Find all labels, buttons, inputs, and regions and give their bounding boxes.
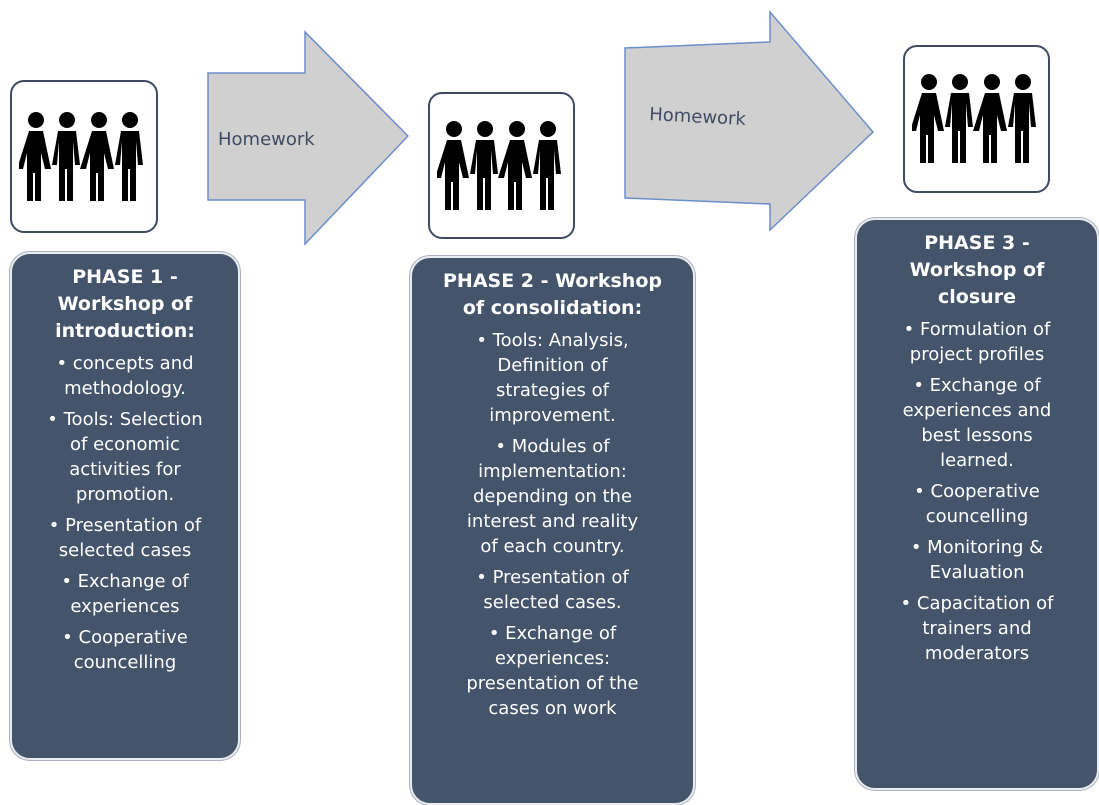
phase-item: • Presentation of selected cases [48, 515, 202, 561]
phase-title: PHASE 3 - Workshop of closure [909, 232, 1045, 308]
people-group-icon [436, 120, 561, 210]
phase-item: • Cooperative councelling [62, 627, 188, 673]
people-group-icon [19, 111, 143, 201]
phase-item: • Cooperative councelling [914, 481, 1040, 527]
phase-item: • Tools: Selection of economic activitie… [47, 409, 203, 505]
people-group-icon [911, 74, 1036, 163]
phase-item: • Capacitation of trainers and moderator… [900, 593, 1054, 664]
phase-item: • concepts and methodology. [56, 353, 194, 399]
phase-2-box: PHASE 2 - Workshop of consolidation: • T… [410, 256, 695, 805]
phase-item: • Presentation of selected cases. [476, 567, 629, 613]
homework-arrow-2: Homework [624, 9, 875, 232]
arrow-label: Homework [218, 129, 315, 150]
phase-item: • Tools: Analysis, Definition of strateg… [476, 330, 629, 426]
homework-arrow-1: Homework [207, 30, 410, 246]
phase-2-icon-box [428, 92, 575, 239]
phase-item: • Formulation of project profiles [903, 319, 1051, 365]
phase-title: PHASE 1 - Workshop of introduction: [55, 266, 195, 342]
phase-3-box: PHASE 3 - Workshop of closure • Formulat… [855, 218, 1099, 790]
phase-3-icon-box [903, 45, 1050, 193]
phase-1-icon-box [10, 80, 158, 233]
phase-item: • Modules of implementation: depending o… [466, 436, 639, 557]
phase-item: • Exchange of experiences [61, 571, 189, 617]
phase-item: • Monitoring & Evaluation [910, 537, 1044, 583]
phase-item: • Exchange of experiences: presentation … [466, 623, 639, 719]
phase-item: • Exchange of experiences and best lesso… [902, 375, 1052, 471]
phase-title: PHASE 2 - Workshop of consolidation: [443, 270, 662, 319]
phase-1-box: PHASE 1 - Workshop of introduction: • co… [10, 252, 240, 760]
arrow-label: Homework [649, 104, 747, 130]
